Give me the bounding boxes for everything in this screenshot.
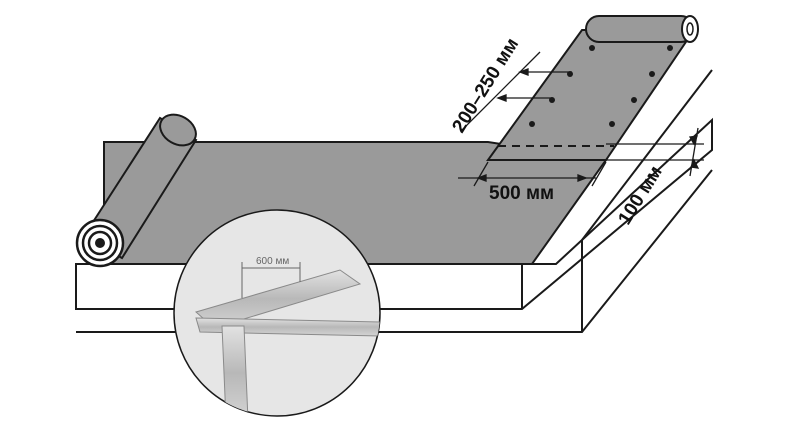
inset-rafter-detail: 600 мм [173, 209, 381, 417]
lower-roll-spiral-end [75, 218, 125, 268]
upper-roll-body [585, 15, 695, 43]
fastener-dot [649, 71, 655, 77]
inset-post [221, 325, 249, 416]
fastener-dot [609, 121, 615, 127]
lower-roll-top-end [159, 113, 197, 147]
dimension-edge-overhang [606, 127, 704, 177]
fastener-dot [631, 97, 637, 103]
upper-roll-core [686, 22, 694, 36]
label-sheet-width: 500 мм [489, 183, 554, 204]
fastener-dot [589, 45, 595, 51]
fastening-points [529, 45, 673, 127]
fastener-dot [667, 45, 673, 51]
lower-roll [75, 113, 198, 268]
upper-roll [585, 15, 699, 43]
label-fastening-spacing: 200–250 мм [448, 34, 523, 136]
label-rafter-spacing: 600 мм [256, 256, 289, 267]
dimension-fastening-spacing [461, 51, 572, 131]
dimension-sheet-width [458, 161, 607, 187]
fastener-dot [529, 121, 535, 127]
rafter-edge-right [581, 69, 713, 241]
